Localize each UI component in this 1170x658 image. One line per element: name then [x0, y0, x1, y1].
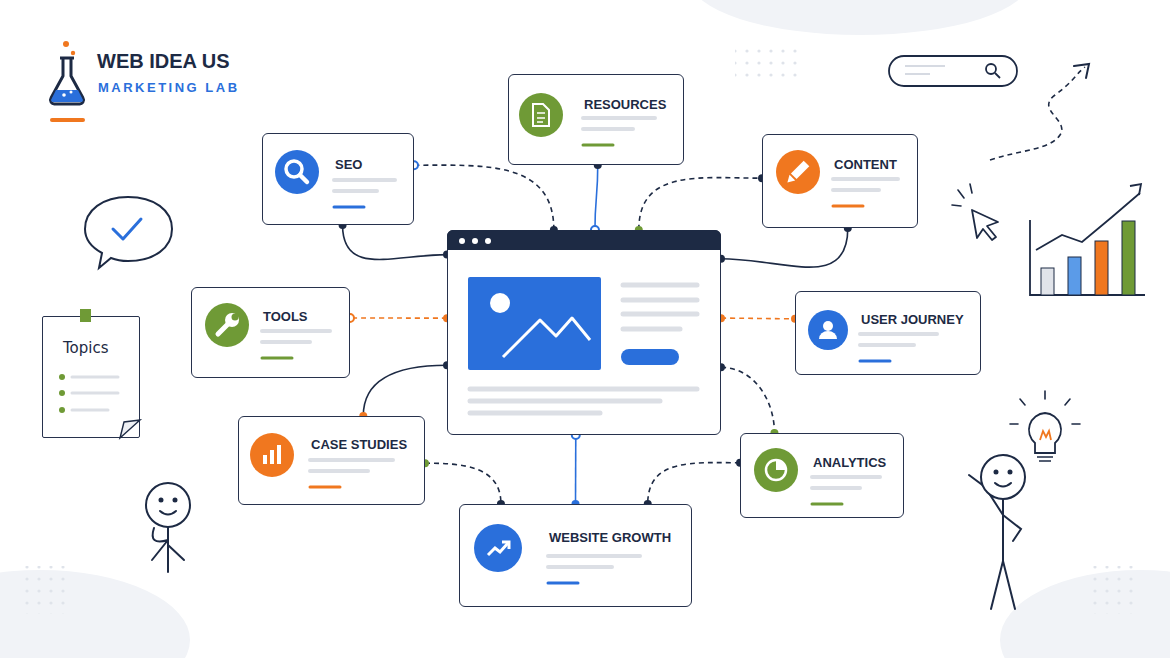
dot-grid [735, 48, 805, 84]
light-bulb [1040, 431, 1051, 440]
search-bar [905, 73, 930, 75]
logo-flask [50, 41, 85, 122]
connector [721, 317, 795, 319]
logo-flask [50, 58, 83, 104]
stick-figure [160, 499, 163, 502]
logo-flask [50, 118, 85, 122]
note-title: Topics [63, 339, 109, 357]
topic-box: CONTENT [762, 134, 918, 228]
cursor-icon [952, 184, 998, 240]
logo-flask [70, 91, 73, 94]
topic-box: SEO [262, 133, 414, 225]
logo-flask [51, 90, 83, 102]
light-bulb [1029, 413, 1061, 453]
box-title: ANALYTICS [813, 455, 886, 470]
topic-box: WEBSITE GROWTH [459, 504, 692, 607]
connector [648, 463, 740, 504]
browser-window [447, 230, 721, 435]
connector [343, 225, 447, 259]
background-blob [1000, 570, 1170, 658]
cursor-icon [972, 210, 998, 240]
speech-bubble [113, 219, 141, 239]
topic-box: USER JOURNEY [795, 291, 981, 375]
connector [595, 165, 598, 230]
connector [425, 463, 501, 504]
stick-figure [160, 511, 176, 515]
stick-figure [995, 483, 1011, 487]
background-blob [0, 570, 190, 658]
box-title: RESOURCES [584, 97, 666, 112]
note-card: Topics [42, 316, 140, 438]
brand-tagline: MARKETING LAB [98, 80, 240, 95]
connector [363, 365, 447, 416]
stick-figure [981, 455, 1025, 499]
logo-flask [71, 51, 75, 55]
speech-bubble [85, 197, 172, 268]
background-blob [690, 0, 1030, 35]
bar-chart [1068, 257, 1081, 295]
light-bulb [1037, 457, 1053, 461]
light-bulb [1010, 391, 1080, 424]
light-bulb [1010, 391, 1080, 461]
logo-flask [62, 93, 66, 97]
logo-flask [63, 41, 69, 47]
box-title: CASE STUDIES [311, 437, 407, 452]
connector [350, 317, 447, 319]
speech-bubble [85, 197, 172, 268]
topic-box: RESOURCES [508, 74, 684, 165]
bar-chart [1030, 220, 1145, 295]
topic-box: CASE STUDIES [238, 416, 425, 505]
search-bar [986, 64, 996, 74]
brand-name: WEB IDEA US [97, 50, 230, 73]
bar-chart [1095, 241, 1108, 295]
stick-figure [1009, 471, 1012, 474]
stick-figure [174, 499, 177, 502]
dot-grid [18, 566, 66, 614]
bar-chart [1036, 193, 1140, 250]
box-title: USER JOURNEY [861, 312, 964, 327]
stick-figure [152, 527, 184, 572]
search-bar [889, 56, 1017, 86]
connector [575, 435, 577, 504]
stick-figure [146, 483, 190, 527]
cursor-icon [952, 184, 972, 206]
squiggle-arrow [1074, 64, 1089, 78]
bar-chart [1030, 184, 1145, 295]
search-bar [995, 73, 1000, 78]
box-title: WEBSITE GROWTH [549, 530, 671, 545]
bar-chart [1130, 184, 1141, 195]
topic-box: TOOLS [191, 287, 350, 378]
squiggle-arrow [990, 64, 1089, 160]
stick-figure [969, 475, 1021, 609]
box-title: SEO [335, 157, 362, 172]
search-bar [905, 65, 945, 67]
bar-chart [1122, 221, 1135, 295]
box-title: TOOLS [263, 309, 308, 324]
dot-grid [1085, 566, 1133, 614]
stick-figure [995, 471, 998, 474]
box-title: CONTENT [834, 157, 897, 172]
connector [721, 228, 848, 267]
search-bar [889, 56, 1017, 86]
topic-box: ANALYTICS [740, 433, 904, 518]
connector [414, 165, 554, 230]
squiggle-arrow [990, 67, 1085, 160]
connector [721, 367, 774, 433]
bar-chart [1041, 268, 1054, 295]
dot-grid [18, 48, 1133, 614]
connector [639, 178, 762, 230]
